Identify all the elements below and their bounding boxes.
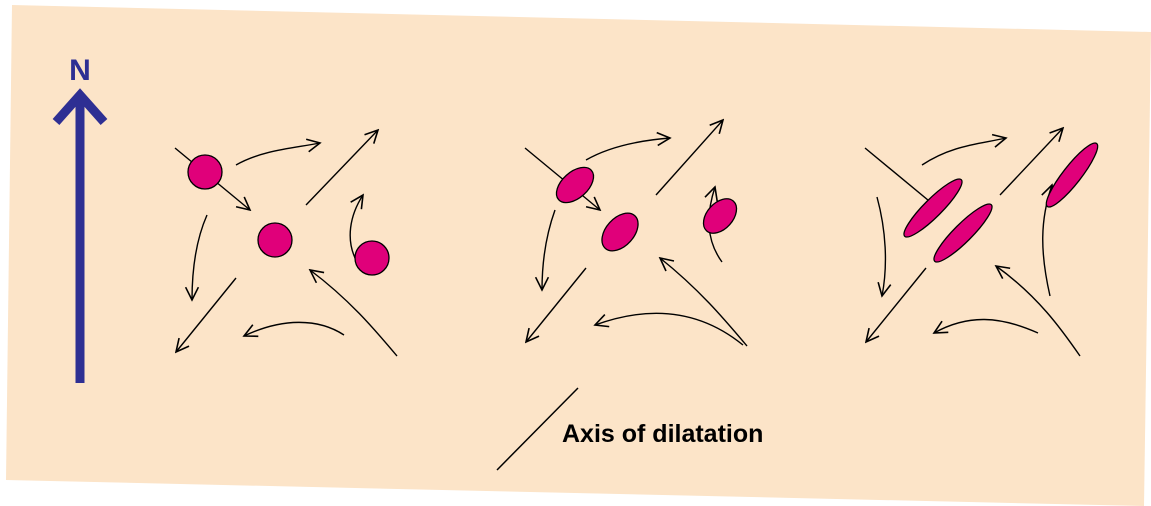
axis-of-dilatation-label: Axis of dilatation bbox=[562, 420, 763, 448]
marker-2 bbox=[258, 223, 292, 257]
north-label: N bbox=[69, 54, 91, 87]
marker-1 bbox=[188, 155, 222, 189]
marker-3 bbox=[355, 241, 389, 275]
